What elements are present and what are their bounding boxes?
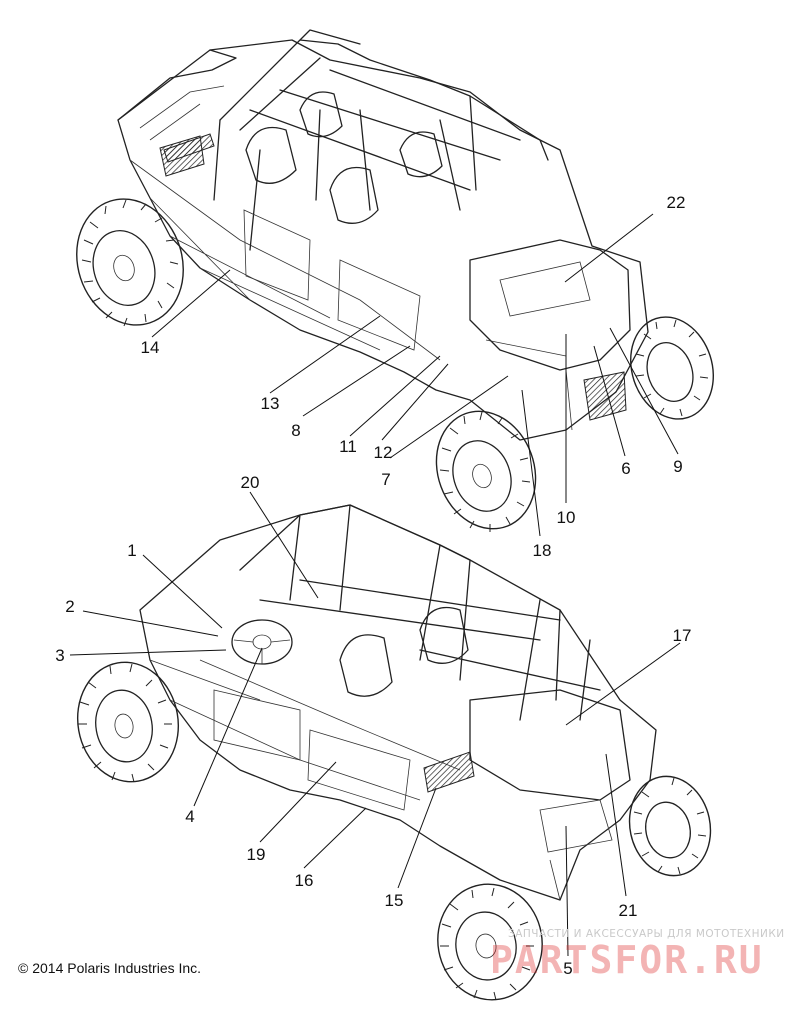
callout-20: 20	[241, 473, 260, 492]
tire-front-right-bottom	[628, 775, 712, 877]
top-vehicle-drawing	[76, 29, 714, 532]
callout-labels: 22 14 13 8 11 12 7 10 6 9 18 20 1 2 3 4 …	[55, 193, 691, 978]
leader-lines	[69, 213, 681, 957]
tire-front-right-top	[630, 316, 714, 420]
watermark-tagline: ЗАПЧАСТИ И АКСЕССУАРЫ ДЛЯ МОТОТЕХНИКИ	[508, 928, 785, 940]
callout-22: 22	[667, 193, 686, 212]
copyright-notice: © 2014 Polaris Industries Inc.	[18, 960, 202, 976]
steering-wheel	[231, 619, 293, 665]
callout-4: 4	[185, 807, 194, 826]
callout-21: 21	[619, 901, 638, 920]
callout-5: 5	[563, 959, 572, 978]
callout-18: 18	[533, 541, 552, 560]
callout-11: 11	[339, 437, 357, 456]
callout-6: 6	[621, 459, 630, 478]
callout-19: 19	[247, 845, 266, 864]
callout-2: 2	[65, 597, 74, 616]
tire-front-left-bottom	[437, 883, 543, 1001]
callout-3: 3	[55, 646, 64, 665]
callout-13: 13	[261, 394, 280, 413]
callout-17: 17	[673, 626, 692, 645]
tire-front-left-top	[435, 410, 537, 532]
tire-rear-left-bottom	[76, 661, 180, 783]
callout-8: 8	[291, 421, 300, 440]
callout-9: 9	[673, 457, 682, 476]
callout-16: 16	[295, 871, 314, 890]
watermark-logo: PARTSFOR.RU	[490, 938, 764, 982]
callout-1: 1	[127, 541, 136, 560]
callout-15: 15	[385, 891, 404, 910]
callout-14: 14	[141, 338, 160, 357]
bottom-vehicle-drawing	[76, 504, 712, 1001]
callout-12: 12	[374, 443, 393, 462]
tire-rear-left-top	[76, 198, 184, 327]
callout-10: 10	[557, 508, 576, 527]
callout-7: 7	[381, 470, 390, 489]
